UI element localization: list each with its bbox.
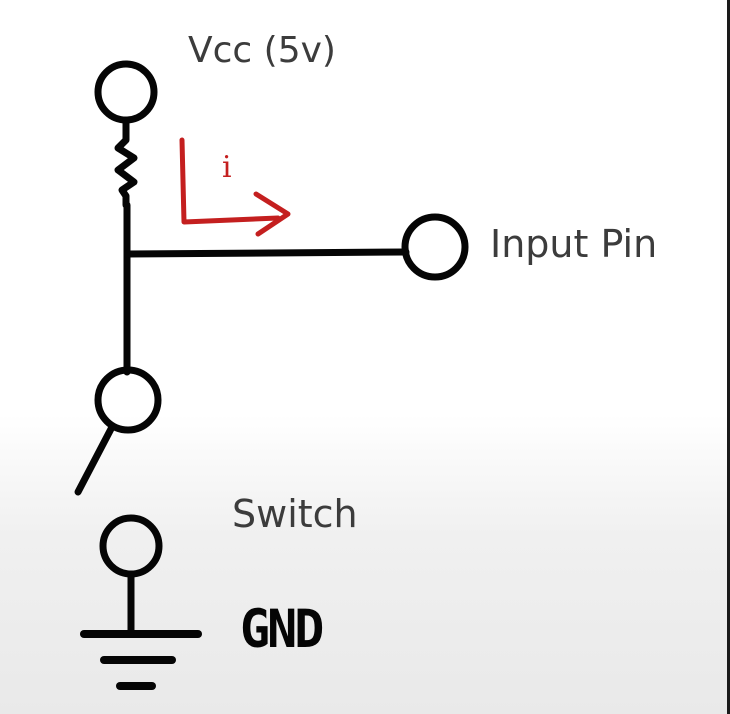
switch-label: Switch xyxy=(232,492,358,536)
vcc-label: Vcc (5v) xyxy=(188,30,336,71)
current-label: i xyxy=(222,150,232,185)
vcc-terminal xyxy=(94,60,158,124)
pull-up-resistor xyxy=(114,116,138,209)
input-pin-label: Input Pin xyxy=(490,222,658,266)
input-pin-terminal xyxy=(401,213,469,281)
current-arrow xyxy=(179,137,291,237)
switch-lower-contact xyxy=(99,514,163,578)
input-wire xyxy=(123,248,410,258)
gnd-label: GND xyxy=(240,598,324,660)
switch-upper-contact xyxy=(94,366,162,434)
switch-lever xyxy=(74,423,116,496)
frame-edge xyxy=(727,0,730,714)
ground-symbol xyxy=(80,630,202,690)
